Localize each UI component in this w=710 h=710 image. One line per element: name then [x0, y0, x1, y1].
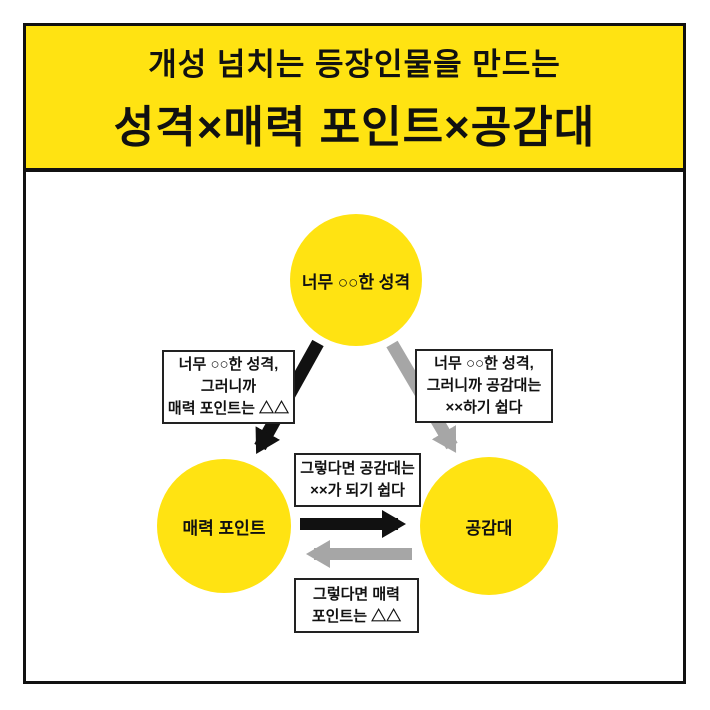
- node-personality-label: 너무 ○○한 성격: [301, 272, 411, 292]
- node-empathy: 공감대: [420, 457, 558, 595]
- header-title: 성격×매력 포인트×공감대: [113, 103, 596, 152]
- header-subtitle: 개성 넘치는 등장인물을 만드는: [148, 47, 561, 82]
- node-personality: 너무 ○○한 성격: [290, 214, 422, 346]
- edge-label-charm-to-empathy: 그렇다면 공감대는 ××가 되기 쉽다: [294, 453, 421, 507]
- node-charm-point-label: 매력 포인트: [182, 518, 266, 538]
- edge-label-personality-to-charm: 너무 ○○한 성격, 그러니까 매력 포인트는 △△: [162, 350, 295, 424]
- node-empathy-label: 공감대: [465, 518, 513, 538]
- edge-label-personality-to-charm-text: 너무 ○○한 성격, 그러니까 매력 포인트는 △△: [167, 356, 290, 417]
- diagram-area: 너무 ○○한 성격 매력 포인트 공감대 너무 ○○한 성격, 그러니까 매력 …: [26, 172, 683, 681]
- edge-label-empathy-to-charm: 그렇다면 매력 포인트는 △△: [294, 578, 419, 633]
- edge-label-personality-to-empathy-text: 너무 ○○한 성격, 그러니까 공감대는 ××하기 쉽다: [426, 355, 542, 416]
- header-banner: 개성 넘치는 등장인물을 만드는 성격×매력 포인트×공감대: [26, 26, 683, 172]
- edge-label-empathy-to-charm-text: 그렇다면 매력 포인트는 △△: [311, 585, 402, 625]
- node-charm-point: 매력 포인트: [157, 459, 291, 593]
- edge-label-personality-to-empathy: 너무 ○○한 성격, 그러니까 공감대는 ××하기 쉽다: [415, 349, 553, 423]
- frame-border: 개성 넘치는 등장인물을 만드는 성격×매력 포인트×공감대: [23, 23, 686, 684]
- edge-label-charm-to-empathy-text: 그렇다면 공감대는 ××가 되기 쉽다: [300, 460, 415, 499]
